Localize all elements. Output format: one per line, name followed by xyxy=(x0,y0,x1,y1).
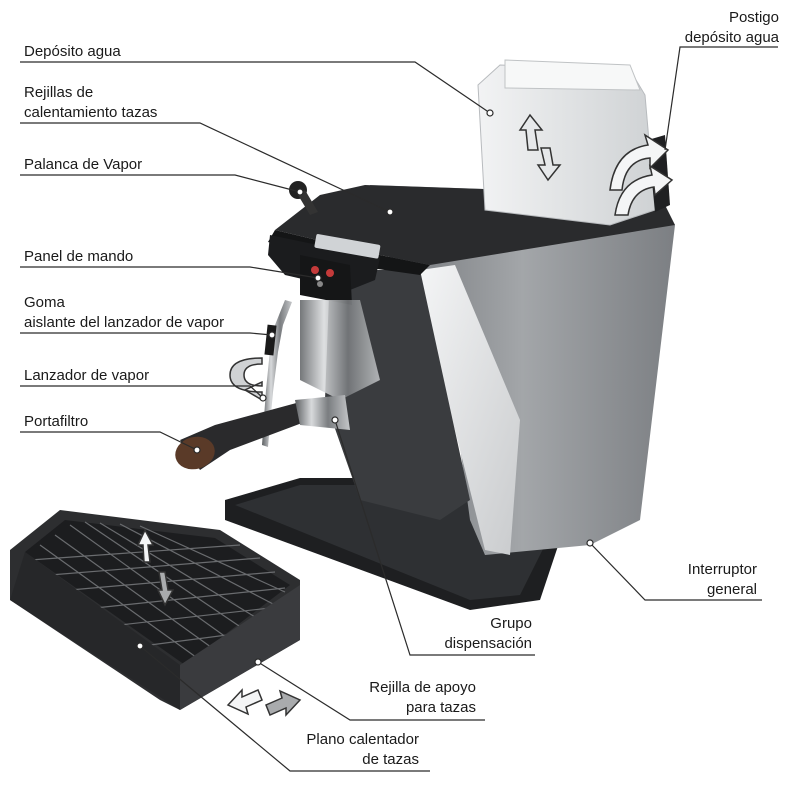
label-panel-mando: Panel de mando xyxy=(24,247,133,267)
label-goma-aislante: Goma aislante del lanzador de vapor xyxy=(24,293,224,333)
label-text: dispensación xyxy=(444,635,532,652)
label-text: Lanzador de vapor xyxy=(24,367,150,384)
label-text: Depósito agua xyxy=(24,43,121,60)
label-text: Interruptor xyxy=(687,561,757,578)
label-rejillas-calentamiento: Rejillas de calentamiento tazas xyxy=(24,83,157,123)
tank-updown-arrows xyxy=(518,113,562,182)
label-text: Rejilla de apoyo xyxy=(369,679,476,696)
label-text: aislante del lanzador de vapor xyxy=(24,314,225,331)
wand-rotate-arrow xyxy=(229,357,263,402)
label-text: general xyxy=(706,581,757,598)
label-text: Postigo xyxy=(728,9,779,26)
label-text: Portafiltro xyxy=(24,413,89,430)
tray-slide-arrows xyxy=(226,688,302,717)
label-lanzador-vapor: Lanzador de vapor xyxy=(24,366,149,386)
label-postigo-deposito: Postigo depósito agua xyxy=(685,8,779,48)
leader-lines xyxy=(20,46,778,772)
door-rotate-arrows xyxy=(609,133,674,216)
label-text: Rejillas de xyxy=(24,84,94,101)
label-rejilla-apoyo: Rejilla de apoyo para tazas xyxy=(369,678,476,718)
label-text: Palanca de Vapor xyxy=(24,156,143,173)
label-text: Plano calentador xyxy=(306,731,419,748)
label-text: de tazas xyxy=(362,751,419,768)
side-panel xyxy=(420,265,520,555)
label-text: Grupo xyxy=(490,615,532,632)
label-text: calentamiento tazas xyxy=(24,104,158,121)
tray-updown-arrows xyxy=(136,528,175,607)
label-interruptor-general: Interruptor general xyxy=(688,560,757,600)
label-portafiltro: Portafiltro xyxy=(24,412,88,432)
label-plano-calentador: Plano calentador de tazas xyxy=(306,730,419,770)
label-palanca-vapor: Palanca de Vapor xyxy=(24,155,142,175)
label-deposito-agua: Depósito agua xyxy=(24,42,121,62)
label-grupo-dispensacion: Grupo dispensación xyxy=(444,614,532,654)
label-text: para tazas xyxy=(405,699,476,716)
label-text: Goma xyxy=(24,294,65,311)
label-text: depósito agua xyxy=(684,29,779,46)
steam-wand xyxy=(262,300,292,447)
label-text: Panel de mando xyxy=(24,248,134,265)
